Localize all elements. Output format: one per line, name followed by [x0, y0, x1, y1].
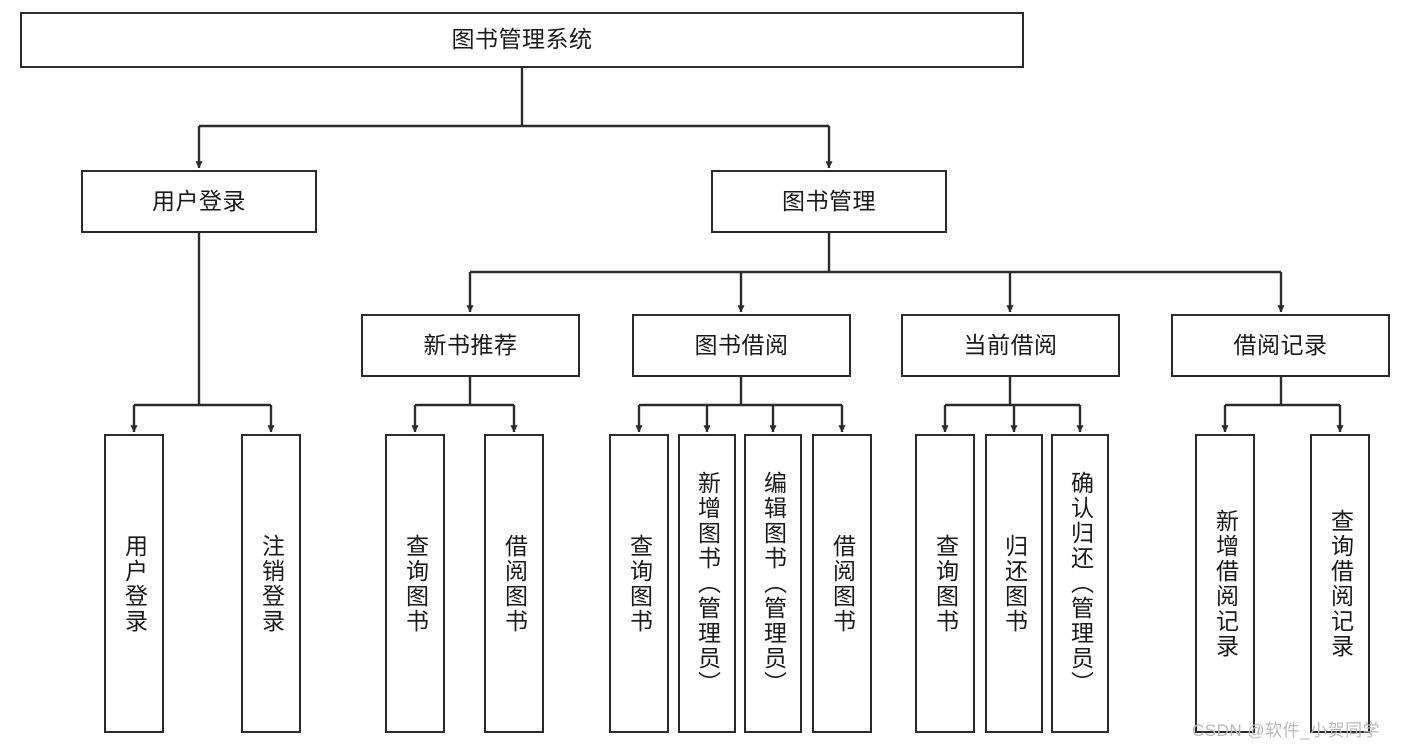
node-leaf-user-login[interactable]: 用户登录 — [104, 434, 164, 733]
node-leaf-user-login-label: 用户登录 — [121, 533, 148, 634]
node-current-borrow-label: 当前借阅 — [963, 331, 1058, 358]
node-root[interactable]: 图书管理系统 — [20, 12, 1024, 68]
node-leaf-query-book-2[interactable]: 查询图书 — [609, 434, 669, 733]
node-new-book-rec-label: 新书推荐 — [423, 331, 518, 358]
node-leaf-query-record-label: 查询借阅记录 — [1327, 508, 1354, 659]
node-leaf-borrow-book-2[interactable]: 借阅图书 — [812, 434, 872, 733]
node-leaf-add-book-label: 新增图书（管理员） — [694, 471, 721, 696]
node-leaf-query-book-1-label: 查询图书 — [402, 533, 429, 634]
node-leaf-logout-label: 注销登录 — [258, 533, 285, 634]
node-leaf-confirm-return[interactable]: 确认归还（管理员） — [1051, 434, 1109, 733]
node-book-manage-label: 图书管理 — [782, 187, 876, 214]
node-new-book-rec[interactable]: 新书推荐 — [361, 314, 580, 377]
node-book-borrow-label: 图书借阅 — [694, 331, 789, 358]
node-leaf-query-book-2-label: 查询图书 — [626, 533, 653, 634]
node-leaf-edit-book[interactable]: 编辑图书（管理员） — [744, 434, 802, 733]
node-leaf-borrow-book-2-label: 借阅图书 — [829, 533, 856, 634]
node-leaf-return-book-label: 归还图书 — [1001, 533, 1028, 634]
node-leaf-query-book-3-label: 查询图书 — [932, 533, 959, 634]
node-leaf-edit-book-label: 编辑图书（管理员） — [760, 471, 787, 696]
node-leaf-borrow-book-1-label: 借阅图书 — [501, 533, 528, 634]
node-root-label: 图书管理系统 — [451, 26, 593, 53]
node-book-borrow[interactable]: 图书借阅 — [632, 314, 851, 377]
node-leaf-add-record[interactable]: 新增借阅记录 — [1195, 434, 1255, 733]
node-leaf-query-book-1[interactable]: 查询图书 — [385, 434, 445, 733]
csdn-watermark: CSDN @软件_小贺同学 — [1192, 721, 1381, 740]
node-user-login[interactable]: 用户登录 — [81, 170, 317, 233]
node-leaf-add-record-label: 新增借阅记录 — [1212, 508, 1239, 659]
node-current-borrow[interactable]: 当前借阅 — [901, 314, 1120, 377]
node-book-manage[interactable]: 图书管理 — [711, 170, 947, 233]
node-leaf-confirm-return-label: 确认归还（管理员） — [1067, 471, 1094, 696]
node-user-login-label: 用户登录 — [152, 187, 246, 214]
node-leaf-logout[interactable]: 注销登录 — [241, 434, 301, 733]
node-leaf-query-record[interactable]: 查询借阅记录 — [1310, 434, 1370, 733]
node-borrow-record-label: 借阅记录 — [1233, 331, 1328, 358]
node-leaf-return-book[interactable]: 归还图书 — [985, 434, 1043, 733]
node-leaf-borrow-book-1[interactable]: 借阅图书 — [484, 434, 544, 733]
node-leaf-query-book-3[interactable]: 查询图书 — [915, 434, 975, 733]
node-borrow-record[interactable]: 借阅记录 — [1171, 314, 1390, 377]
node-leaf-add-book[interactable]: 新增图书（管理员） — [678, 434, 736, 733]
